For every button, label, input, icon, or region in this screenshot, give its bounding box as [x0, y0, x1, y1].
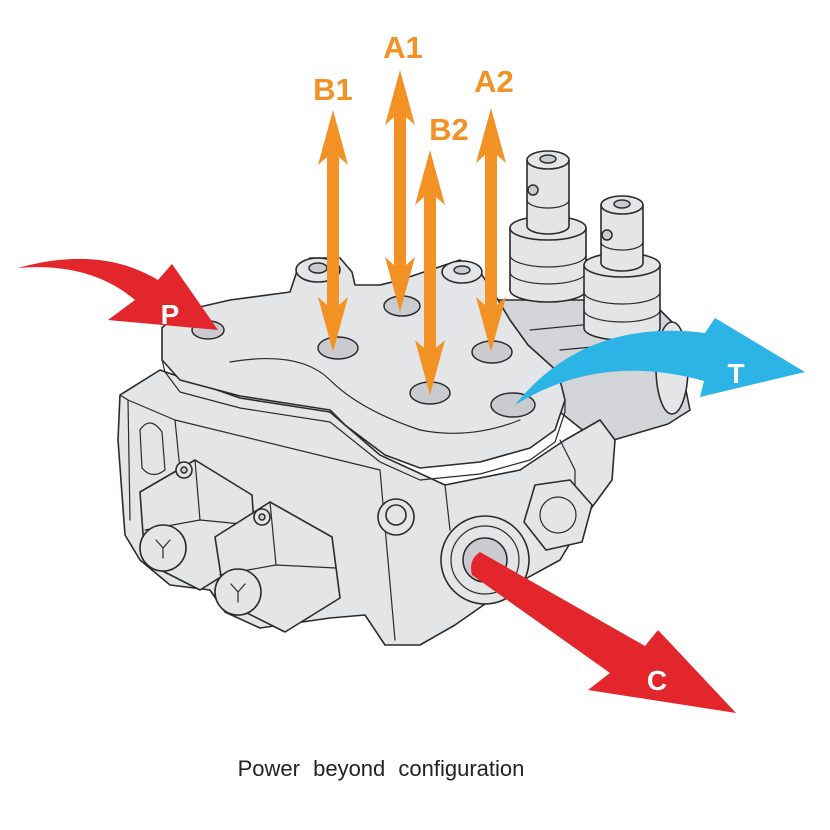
- label-a1: A1: [383, 30, 423, 65]
- spool-cap-2-screw-hole: [258, 513, 266, 521]
- label-c: C: [647, 665, 667, 696]
- spool-cap-2: [214, 501, 341, 633]
- power-beyond-arrow: C: [471, 552, 736, 713]
- cylinder-1-side-hole: [527, 184, 539, 196]
- cylinder-1-flange-ring: [509, 254, 587, 285]
- p-curved-arrow: [18, 258, 218, 330]
- cylinder-2-side-hole: [601, 229, 613, 241]
- a2-double-arrow: [476, 108, 506, 352]
- spool-cap-1-screw-hole: [180, 466, 188, 474]
- b1-double-arrow: [318, 110, 348, 352]
- c-straight-arrow: [471, 552, 736, 713]
- b2-double-arrow: [415, 150, 445, 395]
- hex-nut: [523, 479, 593, 551]
- actuator-cylinder-1: [509, 150, 587, 303]
- cylinder-2-top-hole: [613, 199, 631, 209]
- figure-caption: Power beyond configuration: [238, 756, 525, 781]
- top-plate-ridge: [229, 357, 521, 434]
- pressure-inlet-arrow: P: [18, 258, 218, 330]
- label-a2: A2: [474, 64, 514, 99]
- port-b1-hole: [317, 336, 359, 360]
- label-b2: B2: [429, 112, 469, 147]
- front-bolt-head: [385, 504, 407, 526]
- actuator-cylinder-2: [583, 195, 661, 341]
- y-symbol-icon: [155, 539, 171, 559]
- cylinder-2-flange-ring: [583, 291, 661, 323]
- y-symbol-icon: [230, 583, 246, 603]
- cylinder-1-neck: [526, 159, 570, 235]
- cylinder-2-neck: [600, 204, 644, 272]
- top-boss-right-hole: [453, 265, 471, 275]
- label-b1: B1: [313, 72, 353, 107]
- label-p: P: [161, 299, 180, 330]
- a1-double-arrow: [385, 70, 415, 312]
- work-port-arrows: B1 A1 B2 A2: [313, 30, 514, 395]
- label-t: T: [727, 358, 744, 389]
- hex-nut-ring: [539, 496, 577, 534]
- cylinder-2-neck-ring: [600, 241, 644, 251]
- t-curved-arrow: [515, 318, 805, 405]
- cylinder-1-neck-ring: [526, 199, 570, 209]
- cylinder-1-top-hole: [539, 154, 557, 164]
- tank-outlet-arrow: T: [515, 318, 805, 405]
- main-block-edges: [119, 394, 576, 641]
- main-block-left-groove: [139, 422, 166, 476]
- top-plate-thickness: [161, 359, 566, 481]
- top-boss-left-hole: [308, 262, 328, 274]
- port-c-boss-ring: [450, 525, 520, 595]
